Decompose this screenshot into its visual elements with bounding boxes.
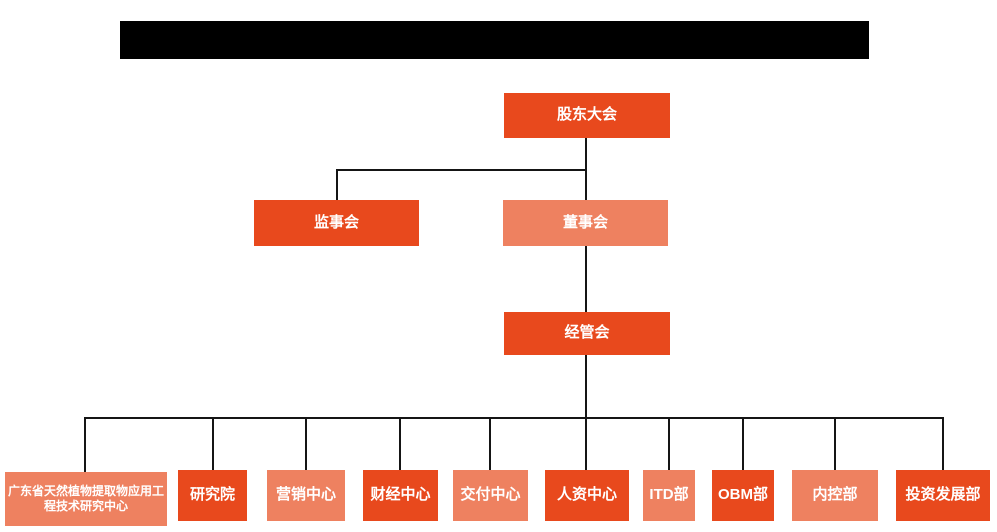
org-node-delivery-center: 交付中心: [453, 470, 528, 521]
org-node-internal-control-department: 内控部: [792, 470, 878, 521]
connector-drop-dept-2: [212, 417, 214, 471]
org-node-marketing-center: 营销中心: [267, 470, 345, 521]
connector-distribution-horizontal: [85, 417, 944, 419]
org-node-label: 人资中心: [556, 486, 617, 504]
connector-board-to-management: [585, 246, 587, 312]
org-node-management-committee: 经管会: [504, 312, 670, 355]
connector-drop-dept-10: [942, 417, 944, 471]
connector-drop-dept-1: [84, 417, 86, 472]
org-node-label: 股东大会: [556, 106, 617, 124]
org-node-label: 内控部: [812, 486, 858, 504]
connector-branch-horizontal: [336, 169, 587, 171]
connector-drop-dept-7: [668, 417, 670, 471]
org-node-obm-department: OBM部: [712, 470, 774, 521]
connector-drop-dept-4: [399, 417, 401, 471]
connector-drop-dept-8: [742, 417, 744, 471]
org-node-label: 营销中心: [275, 486, 336, 504]
org-node-label: 广东省天然植物提取物应用工程技术研究中心: [8, 484, 165, 513]
connector-branch-to-supervisory: [336, 169, 338, 200]
org-node-research-center: 广东省天然植物提取物应用工程技术研究中心: [5, 472, 167, 526]
org-node-board-of-directors: 董事会: [503, 200, 668, 246]
connector-drop-dept-5: [489, 417, 491, 471]
org-node-label: 交付中心: [460, 486, 521, 504]
org-node-label: 经管会: [564, 324, 610, 342]
connector-management-trunk: [585, 355, 587, 471]
org-node-label: ITD部: [649, 486, 689, 504]
org-node-shareholders-meeting: 股东大会: [504, 93, 670, 138]
org-node-label: 财经中心: [370, 486, 431, 504]
org-node-investment-development-department: 投资发展部: [896, 470, 990, 521]
org-node-hr-center: 人资中心: [545, 470, 629, 521]
connector-drop-dept-3: [305, 417, 307, 471]
org-node-supervisory-board: 监事会: [254, 200, 419, 246]
org-node-itd-department: ITD部: [643, 470, 695, 521]
org-node-research-institute: 研究院: [178, 470, 247, 521]
org-node-label: 投资发展部: [905, 486, 981, 504]
org-node-label: 董事会: [562, 213, 608, 231]
redacted-title-bar: [120, 21, 869, 59]
org-node-label: 监事会: [313, 213, 359, 231]
org-node-finance-center: 财经中心: [363, 470, 438, 521]
org-node-label: 研究院: [189, 486, 235, 504]
connector-drop-dept-9: [834, 417, 836, 471]
org-node-label: OBM部: [718, 486, 768, 504]
